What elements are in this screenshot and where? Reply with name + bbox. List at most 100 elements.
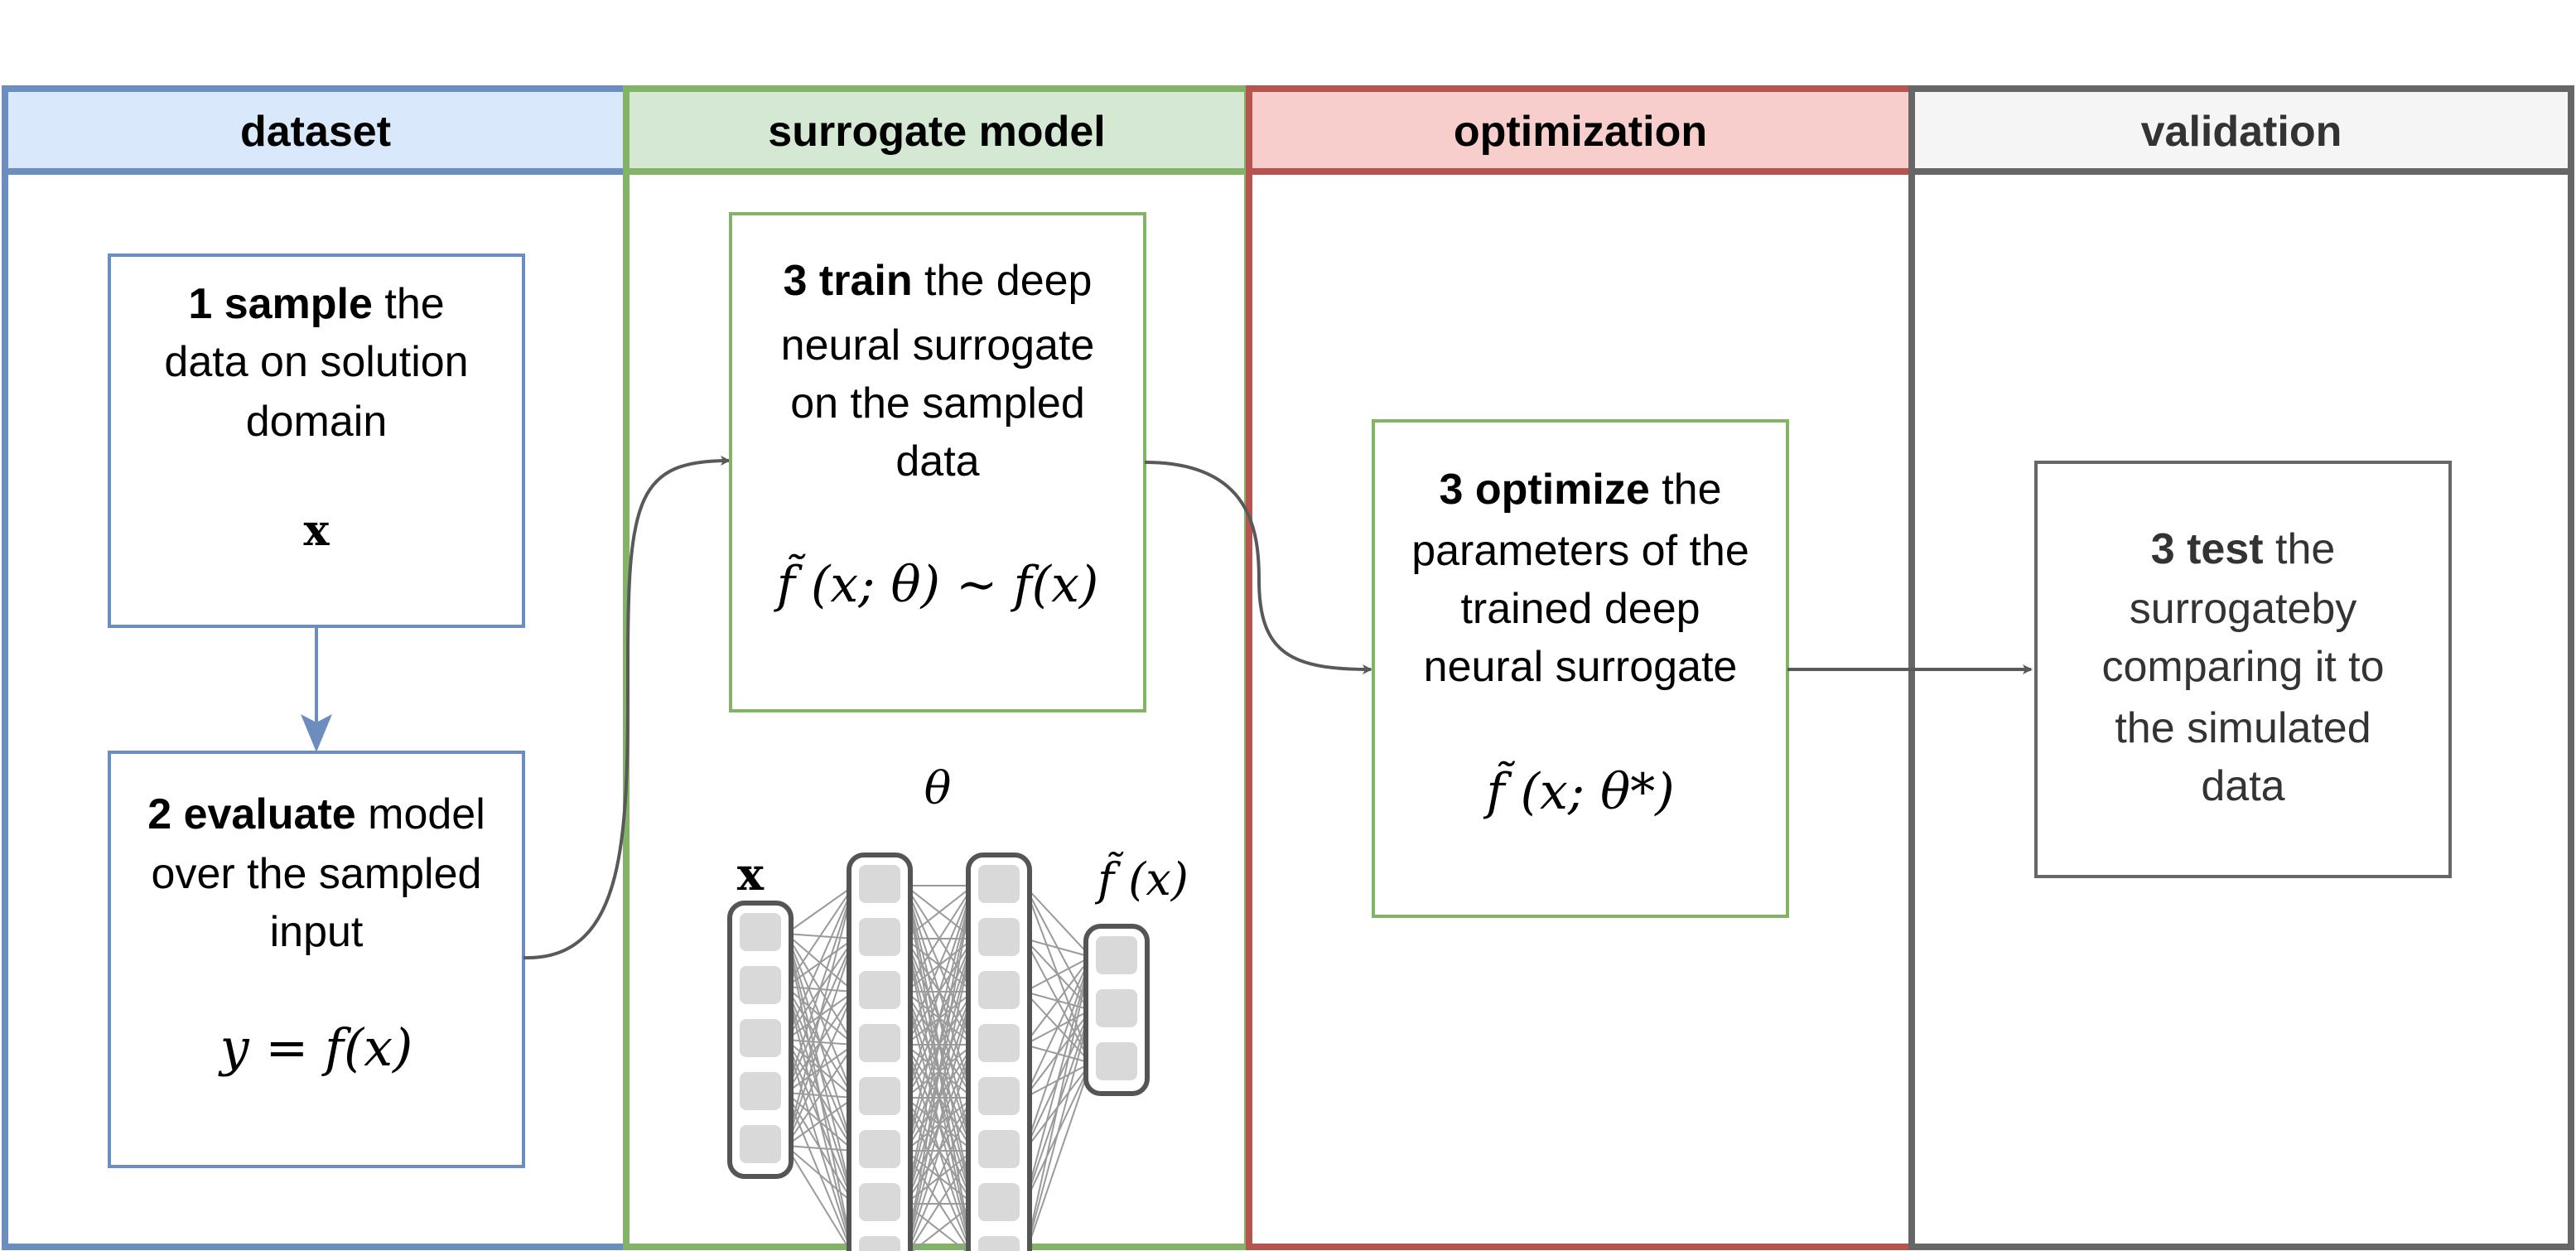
step-optimize-line4: neural surrogate [1424, 643, 1738, 691]
network-edge [906, 1044, 974, 1251]
network-node [978, 1077, 1020, 1115]
step-optimize-line2: parameters of the [1411, 527, 1749, 575]
network-edge [1024, 956, 1092, 1152]
lane-optimization: optimization [1246, 85, 1915, 1250]
step-optimize-box: 3 optimize the parameters of the trained… [1372, 419, 1789, 918]
step-sample-line3: domain [246, 398, 388, 446]
network-node [978, 918, 1020, 956]
network-edge [1024, 956, 1092, 1046]
network-node [859, 1183, 900, 1221]
network-input-label: x [737, 848, 765, 901]
network-theta-label: θ [924, 762, 952, 814]
network-edge [1024, 956, 1092, 993]
network-edge [785, 933, 854, 1251]
step-sample-line2: data on solution [164, 338, 468, 386]
step-train-line1: 3 train the deep [784, 257, 1093, 305]
network-node [978, 1130, 1020, 1168]
network-edge [785, 885, 855, 1147]
network-edge [785, 1145, 851, 1251]
network-edge [785, 885, 855, 1041]
step-evaluate-line3: input [270, 908, 364, 956]
network-node [978, 971, 1020, 1009]
step-train-line4: data [895, 437, 979, 485]
step-train-line3: on the sampled [790, 379, 1085, 427]
network-node [740, 966, 781, 1004]
network-node [740, 1125, 781, 1163]
lane-dataset-title: dataset [240, 108, 391, 156]
network-node [740, 913, 781, 951]
network-node [859, 971, 900, 1009]
lane-validation-body [1908, 168, 2574, 1250]
network-node [740, 1072, 781, 1110]
arrow-evaluate-to-train [523, 456, 731, 960]
network-edge [908, 1150, 974, 1251]
network-edge [785, 1044, 855, 1147]
lane-validation-title: validation [2141, 108, 2342, 156]
step-train-line2: neural surrogate [781, 321, 1095, 370]
network-node [1096, 1042, 1137, 1080]
network-edge [785, 885, 855, 988]
neural-network-icon: θ x f̃ (x) [727, 762, 1189, 1251]
step-evaluate-line1: 2 evaluate model [147, 790, 485, 838]
network-node [1096, 936, 1137, 974]
network-edge [785, 1145, 855, 1152]
step-train-math: f̃ (x; θ) ∼ f(x) [774, 553, 1099, 614]
step-test-line3: comparing it to [2101, 643, 2384, 691]
network-edge [904, 885, 974, 1046]
network-edge [1024, 885, 1092, 958]
network-node [859, 1130, 900, 1168]
step-test-line1: 3 test the [2151, 525, 2336, 573]
network-node [978, 865, 1020, 903]
step-sample-line1: 1 sample the [188, 280, 444, 328]
network-node [740, 1019, 781, 1057]
network-edge [785, 1097, 855, 1147]
arrow-sample-to-evaluate [301, 626, 332, 752]
network-node [1096, 989, 1137, 1027]
network-edge [904, 885, 974, 1099]
lane-surrogate-title: surrogate model [768, 108, 1105, 156]
network-edge [1025, 956, 1092, 1251]
network-edge [1024, 938, 1092, 958]
network-node [859, 1024, 900, 1062]
network-edge [905, 938, 974, 1251]
network-edge [1025, 1009, 1092, 1251]
network-edge [785, 885, 855, 1094]
network-edge [904, 885, 974, 1152]
network-edge [785, 885, 855, 935]
step-test-line5: data [2201, 762, 2284, 810]
step-evaluate-math: y = f(x) [218, 1017, 413, 1078]
step-test-line2: surrogateby [2130, 585, 2357, 633]
step-sample-math: x [303, 505, 330, 556]
network-edge [1025, 1062, 1092, 1251]
step-sample-box: 1 sample the data on solution domain x [108, 254, 525, 628]
step-optimize-math: f̃ (x; θ*) [1483, 761, 1674, 821]
network-output-label: f̃ (x) [1094, 851, 1189, 906]
lane-dataset: dataset [2, 85, 630, 1250]
lane-optimization-title: optimization [1454, 108, 1707, 156]
network-edge [904, 885, 974, 939]
network-node [859, 865, 900, 903]
network-edge [1024, 956, 1092, 1205]
network-edge [785, 991, 855, 1147]
network-edge [911, 1203, 974, 1251]
step-test-line4: the simulated [2115, 704, 2371, 752]
network-edge [904, 885, 974, 1205]
network-edge [1024, 956, 1092, 1099]
network-node [978, 1183, 1020, 1221]
network-node [978, 1024, 1020, 1062]
network-edge [906, 1097, 974, 1251]
step-evaluate-box: 2 evaluate model over the sampled input … [108, 751, 525, 1168]
network-edge [904, 885, 974, 993]
step-train-box: 3 train the deep neural surrogate on the… [729, 212, 1146, 712]
arrow-train-to-optimize [1144, 461, 1372, 674]
network-node [859, 1236, 900, 1251]
network-edge [905, 885, 974, 1251]
network-node [859, 918, 900, 956]
network-node [978, 1236, 1020, 1251]
step-test-box: 3 test the surrogateby comparing it to t… [2034, 461, 2452, 878]
lane-validation: validation [1908, 85, 2574, 1250]
step-optimize-line3: trained deep [1460, 585, 1700, 633]
network-edge [785, 1145, 855, 1205]
network-node [859, 1077, 900, 1115]
